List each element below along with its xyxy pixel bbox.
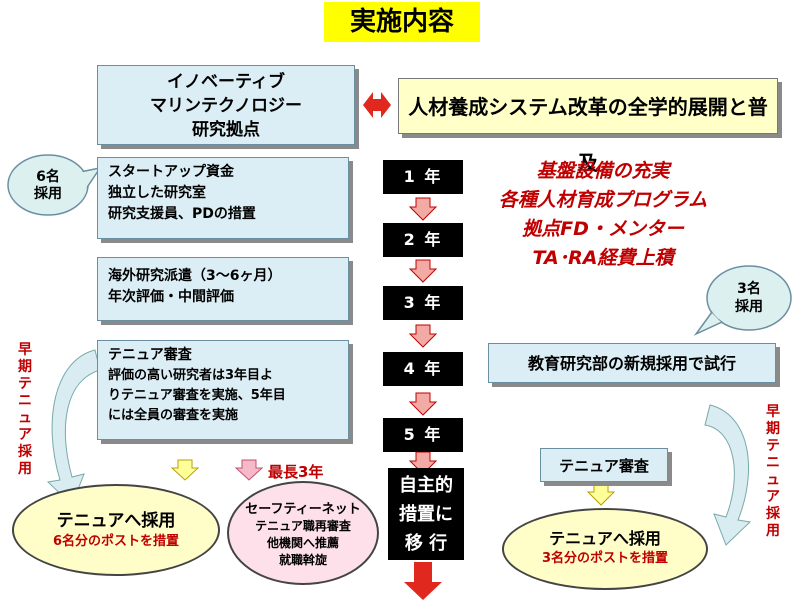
early-tenure-left-label: 早期テニ ュア採用 [18, 342, 32, 477]
tenure-review-title: テニュア審査 [108, 347, 192, 363]
year-arrow-5 [408, 451, 438, 475]
overseas-line-1: 海外研究派遣（3～6ヶ月） [108, 268, 282, 284]
tenure-review-line-1: 評価の高い研究者は3年目よ [108, 368, 274, 383]
left-bubble-line-1: 6名 [36, 169, 60, 185]
right-bubble-line-1: 3名 [737, 281, 761, 297]
year-arrow-1 [408, 197, 438, 221]
startup-box: スタートアップ資金 独立した研究室 研究支援員、PDの措置 [97, 157, 349, 239]
support-item-3: 拠点FD・メンター [522, 218, 684, 240]
right-oval-title: テニュアへ採用 [549, 529, 661, 548]
right-tenure-oval: テニュアへ採用 3名分のポストを措置 [502, 508, 708, 590]
header-left-line-2: マリンテクノロジー [150, 96, 302, 116]
left-oval-title: テニュアへ採用 [56, 511, 176, 531]
left-hiring-bubble: 6名 採用 [18, 169, 78, 203]
left-oval-sub: 6名分のポストを措置 [52, 534, 180, 549]
startup-line-3: 研究支援員、PDの措置 [108, 206, 256, 222]
to-safety-net-arrow [234, 459, 264, 481]
right-curved-arrow [704, 404, 752, 546]
year-arrow-3 [408, 324, 438, 348]
max-years-label: 最長3年 [268, 463, 324, 481]
header-left-line-1: イノベーティブ [167, 72, 285, 92]
support-item-1: 基盤設備の充実 [536, 160, 670, 182]
right-bubble-line-2: 採用 [735, 299, 763, 315]
year-1: 1 年 [383, 160, 463, 194]
system-reform-header: 人材養成システム改革の全学的展開と普及 [398, 78, 778, 175]
tenure-review-line-2: りテニュア審査を実施、5年目 [108, 388, 286, 403]
research-center-header: イノベーティブ マリンテクノロジー 研究拠点 [97, 65, 355, 145]
overseas-line-2: 年次評価・中間評価 [108, 289, 234, 305]
final-down-arrow [404, 562, 442, 600]
header-left-line-3: 研究拠点 [192, 120, 260, 140]
final-line-3: 移 行 [404, 533, 448, 554]
year-4: 4 年 [383, 352, 463, 386]
left-bubble-shape [7, 154, 102, 216]
year-3: 3 年 [383, 286, 463, 320]
early-tenure-right-label: 早期テニ ュア採用 [766, 404, 780, 539]
left-bubble-line-2: 採用 [34, 186, 62, 202]
right-tenure-review-box: テニュア審査 [540, 448, 668, 482]
to-tenure-arrow [170, 459, 200, 481]
safety-net-line-1: テニュア職再審査 [255, 519, 351, 533]
page-title: 実施内容 [324, 2, 480, 42]
support-item-4: TA･RA経費上積 [532, 247, 674, 269]
year-arrow-4 [408, 392, 438, 416]
safety-net-title: セーフティーネット [245, 502, 361, 517]
bidirectional-arrow [363, 92, 391, 118]
safety-net-line-2: 他機関へ推薦 [266, 536, 339, 550]
year-arrow-2 [408, 259, 438, 283]
left-curved-arrow [46, 349, 101, 506]
startup-line-2: 独立した研究室 [108, 185, 206, 201]
right-to-tenure-arrow [586, 481, 616, 506]
safety-net-oval: セーフティーネット テニュア職再審査 他機関へ推薦 就職斡旋 [227, 481, 379, 585]
tenure-review-line-3: には全員の審査を実施 [108, 408, 239, 423]
year-2: 2 年 [383, 223, 463, 257]
support-list: 基盤設備の充実 各種人材育成プログラム 拠点FD・メンター TA･RA経費上積 [498, 157, 708, 273]
safety-net-line-3: 就職斡旋 [278, 553, 327, 567]
year-5: 5 年 [383, 418, 463, 452]
startup-line-1: スタートアップ資金 [108, 164, 234, 180]
right-bubble-shape [693, 265, 792, 336]
new-hiring-trial-box: 教育研究部の新規採用で試行 [488, 343, 776, 383]
tenure-review-box: テニュア審査 評価の高い研究者は3年目よ りテニュア審査を実施、5年目 には全員… [97, 340, 349, 440]
right-oval-sub: 3名分のポストを措置 [541, 551, 669, 566]
final-line-1: 自主的 [399, 475, 453, 496]
overseas-dispatch-box: 海外研究派遣（3～6ヶ月） 年次評価・中間評価 [97, 257, 349, 321]
support-item-2: 各種人材育成プログラム [498, 189, 708, 211]
voluntary-measure-box: 自主的 措置に 移 行 [388, 468, 464, 560]
right-hiring-bubble: 3名 採用 [719, 280, 779, 316]
final-line-2: 措置に [399, 504, 453, 525]
left-tenure-oval: テニュアへ採用 6名分のポストを措置 [12, 484, 220, 576]
